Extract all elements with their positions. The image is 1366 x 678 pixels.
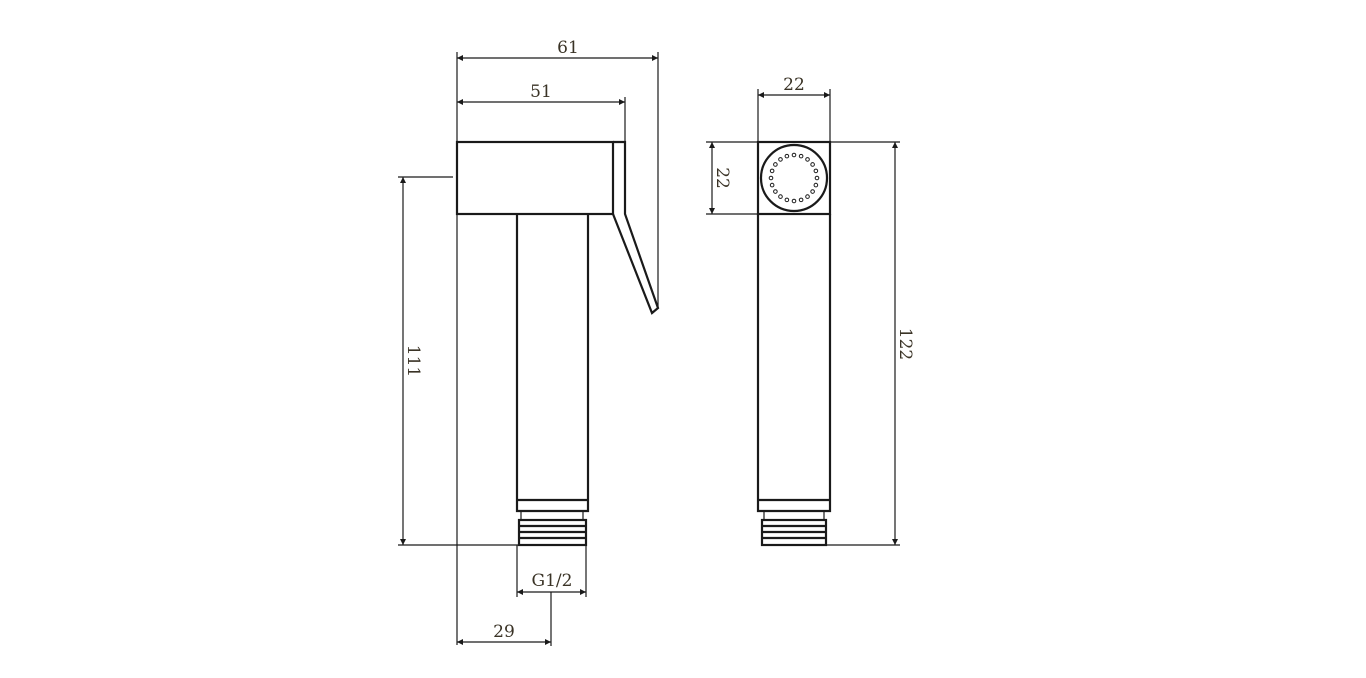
dim-overall-width: 61 [557, 38, 579, 58]
spray-hole [810, 162, 815, 167]
side-head [455, 140, 615, 216]
front-body [756, 214, 832, 513]
side-stem [515, 214, 590, 513]
side-lever [611, 140, 660, 315]
side-view: 61 51 111 G1/2 29 [398, 38, 660, 646]
dim-thread: G1/2 [532, 571, 573, 591]
spray-hole [773, 189, 778, 194]
spray-face [759, 143, 829, 213]
dim-height: 111 [403, 345, 423, 377]
spray-hole [813, 182, 819, 188]
dim-inlet-offset: 29 [493, 622, 515, 642]
dim-front-head-height: 22 [712, 167, 732, 189]
spray-hole [805, 157, 810, 162]
dim-front-head-width: 22 [783, 75, 805, 95]
spray-hole [814, 175, 820, 181]
spray-hole [784, 153, 790, 159]
spray-hole [773, 162, 778, 167]
front-head [756, 140, 832, 216]
spray-hole [791, 152, 797, 158]
spray-hole [778, 157, 783, 162]
spray-hole [798, 153, 804, 159]
dim-head-width: 51 [530, 82, 552, 102]
dim-overall-height: 122 [895, 328, 915, 360]
front-view: 22 22 122 [706, 75, 915, 547]
spray-hole [784, 197, 790, 203]
spray-hole [769, 168, 775, 174]
front-thread [760, 518, 828, 547]
spray-hole [768, 175, 774, 181]
spray-hole [769, 182, 775, 188]
spray-holes [768, 152, 820, 204]
spray-hole [778, 194, 783, 199]
spray-hole [810, 189, 815, 194]
spray-hole [791, 198, 797, 204]
side-thread [517, 518, 588, 547]
spray-hole [805, 194, 810, 199]
spray-hole [813, 168, 819, 174]
spray-hole [798, 197, 804, 203]
